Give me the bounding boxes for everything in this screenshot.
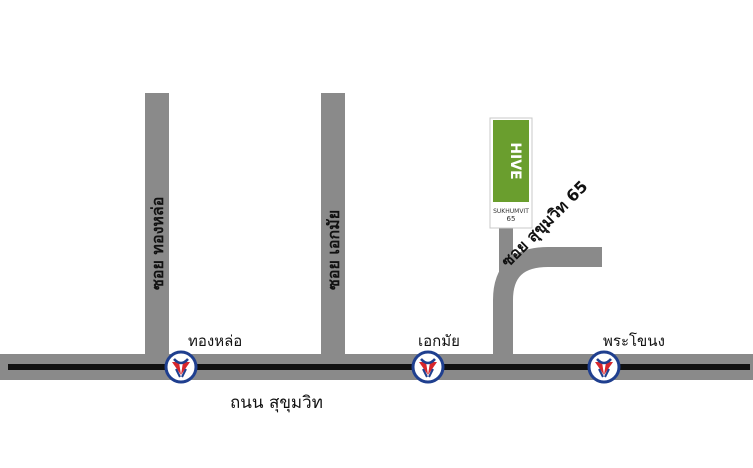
soi65-curve-surface [493, 247, 602, 355]
sign-line2: 65 [507, 215, 516, 223]
sign-green-panel [493, 120, 529, 202]
side-road-ekkamai: ซอย เอกมัย [321, 93, 345, 355]
main-road-centerline [8, 364, 750, 370]
side-road-ekkamai-label: ซอย เอกมัย [324, 210, 343, 290]
station-ekkamai: เอกมัย [411, 332, 460, 384]
side-road-thonglor: ซอย ทองหล่อ [145, 93, 169, 355]
sign-line1: SUKHUMVIT [493, 208, 529, 215]
bts-icon [587, 350, 621, 384]
bts-icon [411, 350, 445, 384]
side-road-thonglor-label: ซอย ทองหล่อ [148, 197, 167, 290]
station-phrakhanong-label: พระโขนง [603, 332, 665, 350]
station-ekkamai-label: เอกมัย [418, 332, 460, 350]
side-road-thonglor-surface [145, 93, 169, 355]
station-thonglor-label: ทองหล่อ [188, 332, 242, 350]
station-phrakhanong: พระโขนง [587, 332, 665, 384]
main-road-label: ถนน สุขุมวิท [230, 393, 323, 413]
destination-sign: HIVE SUKHUMVIT 65 [489, 117, 533, 229]
station-thonglor: ทองหล่อ [164, 332, 242, 384]
bts-icon [164, 350, 198, 384]
sign-brand-text: HIVE [507, 142, 523, 179]
side-road-ekkamai-surface [321, 93, 345, 355]
main-road [0, 354, 753, 380]
